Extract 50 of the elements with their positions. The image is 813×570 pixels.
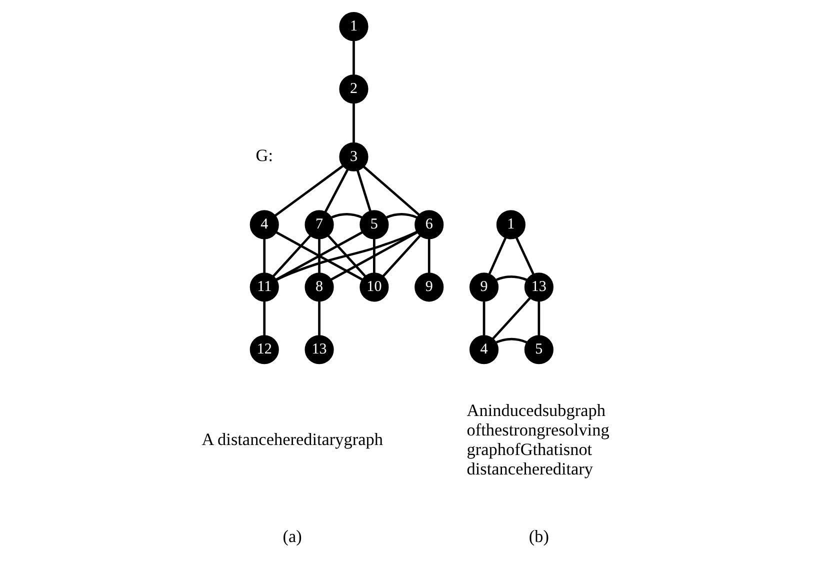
- node-circle: 12: [250, 335, 279, 364]
- node-circle: 13: [524, 272, 554, 302]
- connector: [263, 301, 266, 336]
- connector: [318, 238, 320, 274]
- connector: [352, 103, 355, 143]
- connector: [373, 238, 376, 274]
- node-circle: 3: [339, 142, 368, 172]
- connector: [496, 276, 528, 281]
- connector: [263, 238, 266, 274]
- connector: [324, 169, 349, 213]
- connector: [363, 166, 420, 216]
- connector: [482, 301, 486, 336]
- node-circle: 8: [304, 272, 334, 302]
- label: (a): [282, 527, 302, 546]
- node-circle: 13: [304, 335, 334, 364]
- connector: [276, 231, 363, 281]
- connector: [318, 301, 320, 336]
- connector: [352, 40, 355, 75]
- node-circle: 7: [304, 210, 334, 240]
- connector: [327, 234, 366, 278]
- connector: [428, 238, 430, 274]
- node-circle: 4: [250, 210, 279, 240]
- connector: [382, 234, 421, 278]
- label: A distancehereditarygraph: [202, 430, 383, 450]
- connector: [386, 213, 418, 219]
- connector: [538, 301, 540, 336]
- connector: [276, 230, 418, 281]
- node-circle: 9: [469, 272, 499, 302]
- connector: [330, 231, 418, 281]
- connector: [356, 170, 372, 212]
- connector: [272, 234, 312, 278]
- connector: [488, 237, 507, 275]
- node-circle: 1: [339, 12, 368, 42]
- connector: [274, 165, 344, 217]
- connector: [492, 297, 531, 340]
- label: (b): [528, 527, 549, 546]
- label: G:: [256, 146, 273, 165]
- node-circle: 4: [469, 335, 499, 364]
- node-circle: 11: [250, 272, 279, 302]
- node-circle: 6: [414, 210, 444, 240]
- node-circle: 2: [339, 74, 368, 104]
- connector: [515, 237, 534, 275]
- node-circle: 5: [524, 335, 554, 364]
- node-circle: 9: [414, 272, 444, 302]
- connector: [331, 213, 362, 219]
- node-circle: 1: [496, 210, 526, 240]
- node-circle: 10: [360, 272, 389, 302]
- connector: [496, 338, 528, 344]
- node-circle: 5: [360, 210, 389, 240]
- label: Aninducedsubgraph ofthestrongresolving graphofGthatisnot distancehereditary: [466, 401, 610, 478]
